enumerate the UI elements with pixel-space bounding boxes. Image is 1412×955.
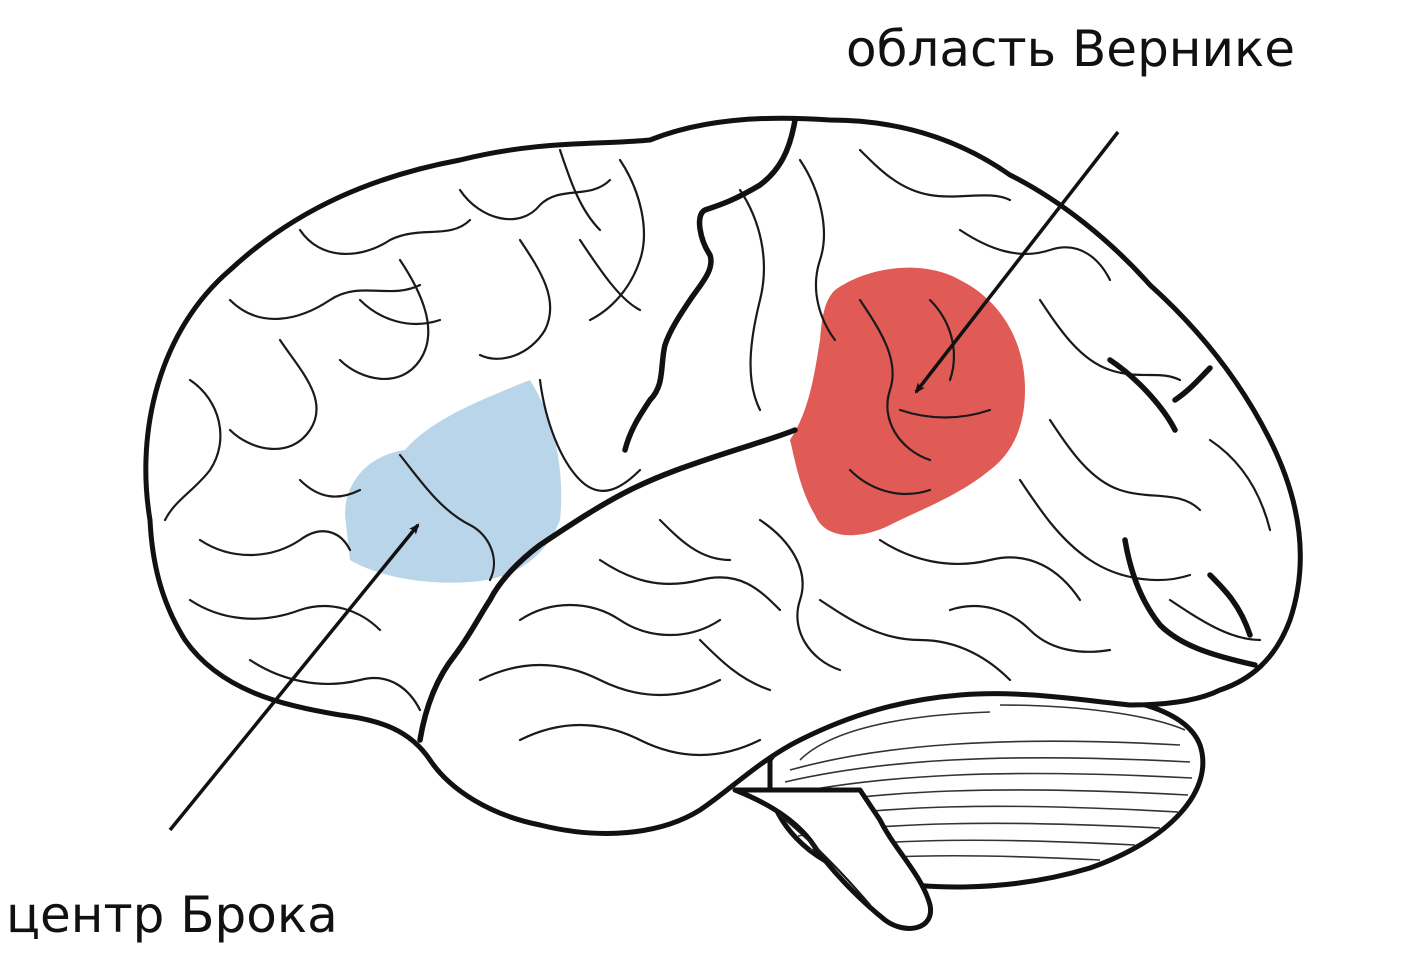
wernicke-area-label: область Вернике <box>846 24 1295 74</box>
broca-area-label: центр Брока <box>6 890 338 940</box>
